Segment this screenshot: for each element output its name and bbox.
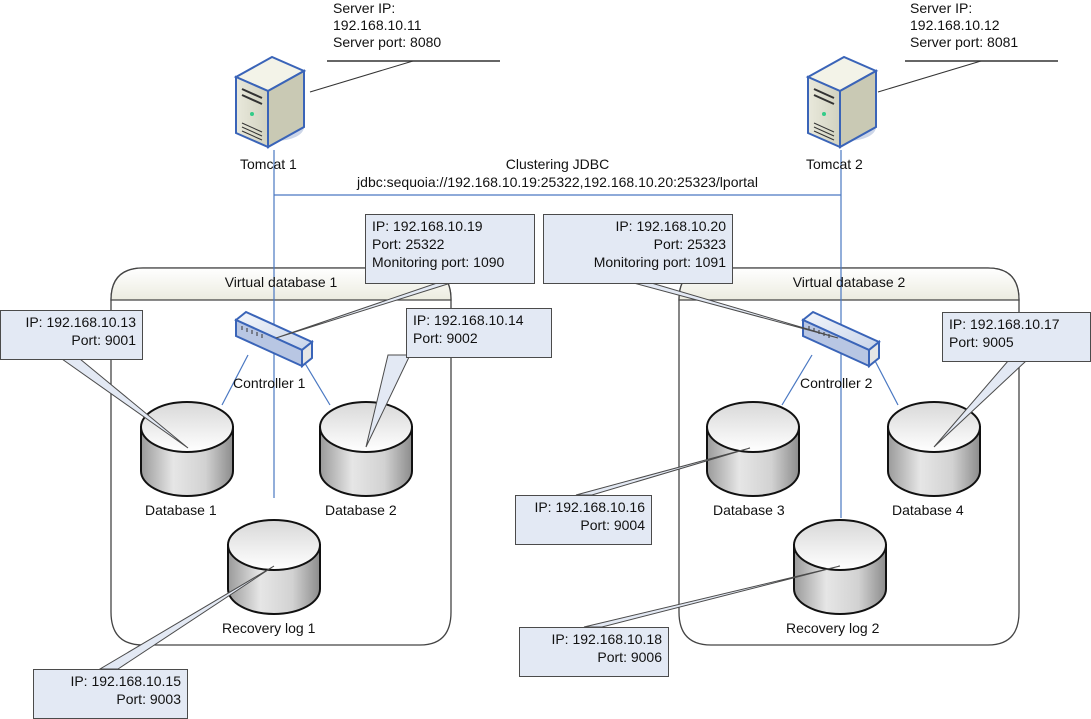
callout-port: Port: 9002 bbox=[413, 330, 478, 346]
server-ip-value: 192.168.10.12 bbox=[910, 17, 1000, 33]
virtual-database-1-title: Virtual database 1 bbox=[224, 274, 338, 290]
controller-1-switch-icon bbox=[234, 310, 314, 369]
server-port: Server port: 8080 bbox=[333, 34, 442, 50]
link-controller2-db3 bbox=[781, 354, 813, 406]
callout-ip: IP: 192.168.10.16 bbox=[534, 499, 645, 515]
database-1-label: Database 1 bbox=[145, 502, 217, 518]
pointer-db2 bbox=[365, 354, 411, 448]
tomcat-2-server-icon bbox=[805, 55, 879, 149]
recovery-log-2-callout: IP: 192.168.10.18 Port: 9006 bbox=[519, 627, 669, 677]
callout-ip: IP: 192.168.10.14 bbox=[413, 312, 524, 328]
callout-port: Port: 9001 bbox=[71, 332, 136, 348]
virtual-database-2-container bbox=[678, 267, 1020, 646]
server-ip-label: Server IP: bbox=[333, 0, 396, 16]
database-3-cylinder-icon bbox=[706, 401, 800, 497]
controller-1-label: Controller 1 bbox=[233, 375, 306, 391]
clustering-jdbc-title: Clustering JDBC bbox=[505, 156, 610, 172]
tomcat-2-info: Server IP: 192.168.10.12 Server port: 80… bbox=[910, 0, 1018, 51]
controller-1-callout: IP: 192.168.10.19 Port: 25322 Monitoring… bbox=[365, 214, 535, 284]
callout-ip: IP: 192.168.10.20 bbox=[615, 218, 726, 234]
database-2-callout: IP: 192.168.10.14 Port: 9002 bbox=[406, 308, 552, 358]
callout-port: Port: 25323 bbox=[653, 236, 726, 252]
database-1-callout: IP: 192.168.10.13 Port: 9001 bbox=[0, 310, 143, 360]
callout-ip: IP: 192.168.10.18 bbox=[551, 631, 662, 647]
link-controller1-db1 bbox=[221, 354, 249, 406]
controller-2-callout: IP: 192.168.10.20 Port: 25323 Monitoring… bbox=[543, 214, 733, 284]
clustering-jdbc-url: jdbc:sequoia://192.168.10.19:25322,192.1… bbox=[357, 174, 758, 190]
virtual-database-2-title: Virtual database 2 bbox=[792, 274, 906, 290]
tomcat-1-label: Tomcat 1 bbox=[240, 156, 297, 172]
callout-port: Port: 9003 bbox=[116, 691, 181, 707]
recovery-log-1-callout: IP: 192.168.10.15 Port: 9003 bbox=[33, 669, 188, 719]
recovery-log-2-label: Recovery log 2 bbox=[786, 620, 880, 636]
database-4-callout: IP: 192.168.10.17 Port: 9005 bbox=[942, 312, 1091, 362]
callout-ip: IP: 192.168.10.19 bbox=[372, 218, 483, 234]
callout-port: Port: 9006 bbox=[597, 649, 662, 665]
virtual-database-1-container bbox=[110, 267, 452, 646]
server-ip-value: 192.168.10.11 bbox=[333, 17, 422, 33]
database-3-callout: IP: 192.168.10.16 Port: 9004 bbox=[515, 495, 652, 545]
database-2-label: Database 2 bbox=[325, 502, 397, 518]
recovery-log-1-cylinder-icon bbox=[227, 519, 321, 615]
callout-ip: IP: 192.168.10.15 bbox=[70, 673, 181, 689]
database-3-label: Database 3 bbox=[713, 502, 785, 518]
callout-port: Port: 25322 bbox=[372, 236, 445, 252]
controller-2-switch-icon bbox=[801, 310, 881, 369]
callout-monitoring-port: Monitoring port: 1091 bbox=[593, 254, 726, 270]
link-controller2-db4 bbox=[871, 354, 899, 406]
callout-monitoring-port: Monitoring port: 1090 bbox=[372, 254, 505, 270]
recovery-log-1-label: Recovery log 1 bbox=[222, 620, 316, 636]
server-callout-lines bbox=[309, 60, 1058, 93]
database-4-cylinder-icon bbox=[887, 401, 981, 497]
database-1-cylinder-icon bbox=[140, 401, 234, 497]
tomcat-2-label: Tomcat 2 bbox=[806, 156, 863, 172]
database-2-cylinder-icon bbox=[319, 401, 413, 497]
recovery-log-2-cylinder-icon bbox=[793, 519, 887, 615]
callout-ip: IP: 192.168.10.17 bbox=[949, 316, 1060, 332]
callout-pointers bbox=[60, 281, 1028, 670]
database-4-label: Database 4 bbox=[892, 502, 964, 518]
tomcat-1-server-icon bbox=[233, 55, 307, 149]
callout-port: Port: 9004 bbox=[580, 517, 645, 533]
tomcat-1-info: Server IP: 192.168.10.11 Server port: 80… bbox=[333, 0, 441, 51]
controller-2-label: Controller 2 bbox=[800, 375, 873, 391]
callout-ip: IP: 192.168.10.13 bbox=[25, 314, 136, 330]
callout-port: Port: 9005 bbox=[949, 334, 1014, 350]
server-ip-label: Server IP: bbox=[910, 0, 973, 16]
server-port: Server port: 8081 bbox=[910, 34, 1019, 50]
